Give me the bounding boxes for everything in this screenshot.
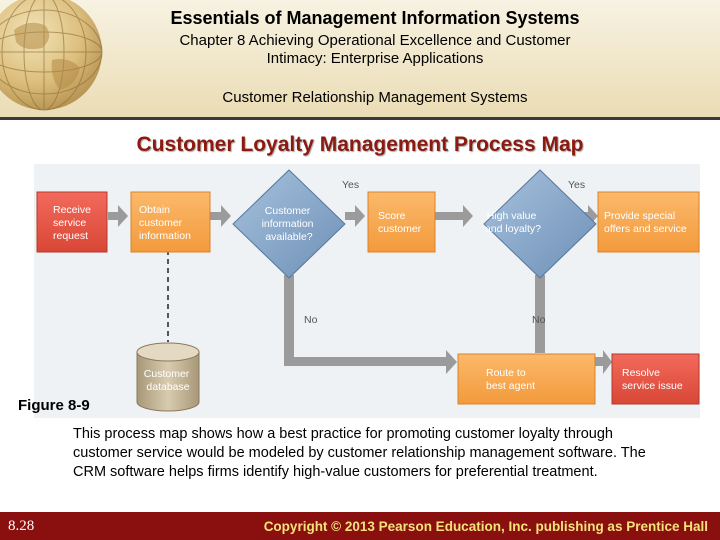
- chapter-title: Chapter 8 Achieving Operational Excellen…: [110, 32, 640, 68]
- node-special-line-2: offers and service: [604, 223, 687, 235]
- node-decision1-line-2: information: [262, 218, 314, 230]
- label-yes-1: Yes: [342, 179, 359, 191]
- arrow-route-to-resolve: [595, 350, 612, 374]
- node-score-customer: Score customer: [367, 191, 436, 253]
- node-obtain-line-3: information: [139, 230, 191, 242]
- label-yes-2: Yes: [568, 179, 585, 191]
- node-database-line-1: Customer: [144, 368, 190, 380]
- node-resolve-service-issue: Resolve service issue: [611, 353, 700, 405]
- globe-icon: [0, 0, 103, 111]
- svg-text:High value and loyalty?: High value and loyalty?: [485, 210, 541, 235]
- node-receive-line-1: Receive: [53, 204, 91, 216]
- label-no-1: No: [304, 314, 318, 326]
- node-high-value-decision: High value and loyalty?: [483, 169, 597, 279]
- node-resolve-line-2: service issue: [622, 380, 683, 392]
- arrow-decision1-no-to-route: [284, 275, 457, 374]
- node-decision1-line-3: available?: [265, 231, 312, 243]
- node-route-to-best-agent: Route to best agent: [457, 353, 596, 405]
- svg-text:Resolve service issue: Resolve service issue: [622, 367, 683, 392]
- arrow-obtain-to-decision1: [210, 205, 231, 227]
- node-route-line-1: Route to: [486, 367, 526, 379]
- slide-title: Customer Loyalty Management Process Map: [136, 133, 584, 156]
- course-title: Essentials of Management Information Sys…: [170, 8, 580, 28]
- copyright-notice: Copyright © 2013 Pearson Education, Inc.…: [263, 519, 708, 534]
- svg-text:Receive service re: Receive service request: [53, 204, 94, 242]
- node-score-line-2: customer: [378, 223, 422, 235]
- arrow-receive-to-obtain: [108, 205, 128, 227]
- node-decision2-line-2: and loyalty?: [485, 223, 541, 235]
- node-provide-special-offers: Provide special offers and service: [597, 191, 700, 253]
- node-receive-service-request: Receive service request: [36, 191, 108, 253]
- node-obtain-line-1: Obtain: [139, 204, 170, 216]
- arrow-decision1-to-score: [345, 205, 365, 227]
- node-receive-line-3: request: [53, 230, 88, 242]
- svg-text:Score customer: Score customer: [378, 210, 422, 235]
- slide-header: Essentials of Management Information Sys…: [0, 0, 720, 118]
- node-obtain-line-2: customer: [139, 217, 183, 229]
- node-route-line-2: best agent: [486, 380, 535, 392]
- svg-text:Route to best agent: Route to best agent: [486, 367, 535, 392]
- chapter-title-line-1: Chapter 8 Achieving Operational Excellen…: [179, 32, 571, 49]
- chapter-title-line-2: Intimacy: Enterprise Applications: [266, 50, 484, 67]
- node-customer-database: Customer database: [136, 342, 200, 412]
- node-decision2-line-1: High value: [487, 210, 537, 222]
- section-title: Customer Relationship Management Systems: [222, 89, 528, 106]
- figure-label: Figure 8-9: [18, 397, 90, 414]
- node-special-line-1: Provide special: [604, 210, 675, 222]
- label-no-2: No: [532, 314, 546, 326]
- node-resolve-line-1: Resolve: [622, 367, 660, 379]
- figure-caption: This process map shows how a best practi…: [73, 426, 646, 480]
- svg-text:Customer database: Customer database: [144, 368, 192, 393]
- slide-footer: 8.28 Copyright © 2013 Pearson Education,…: [0, 512, 720, 540]
- node-database-line-2: database: [146, 381, 189, 393]
- svg-text:Provide special offers a: Provide special offers and service: [604, 210, 687, 235]
- node-score-line-1: Score: [378, 210, 406, 222]
- arrow-score-to-decision2: [435, 205, 473, 227]
- node-decision1-line-1: Customer: [265, 205, 311, 217]
- node-obtain-customer-information: Obtain customer information: [130, 191, 211, 253]
- arrow-decision2-no-down: [535, 275, 545, 353]
- svg-text:Obtain customer in: Obtain customer information: [139, 204, 191, 242]
- node-customer-information-available-decision: Customer information available?: [232, 169, 346, 279]
- header-divider: [0, 117, 720, 120]
- svg-text:Customer information: Customer information available?: [262, 205, 317, 243]
- page-number: 8.28: [8, 518, 35, 534]
- node-receive-line-2: service: [53, 217, 86, 229]
